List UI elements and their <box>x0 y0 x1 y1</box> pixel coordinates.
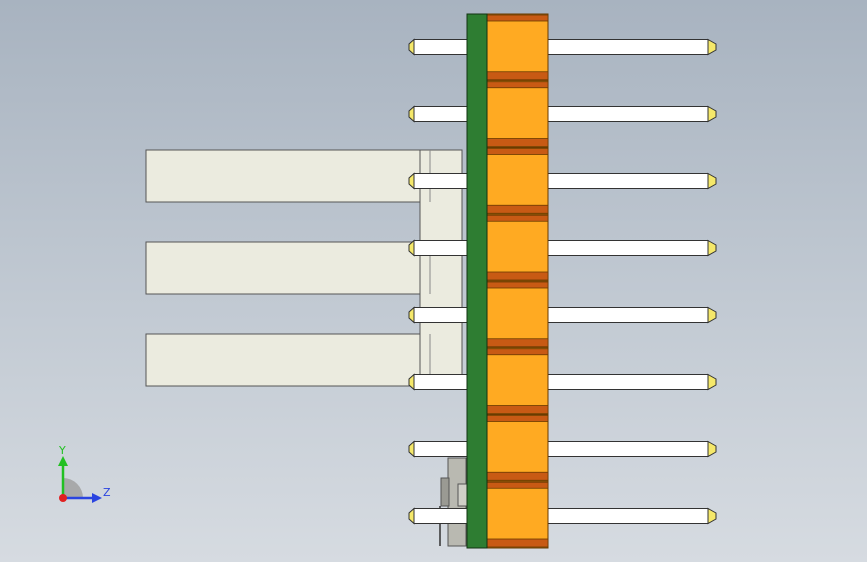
z-axis-label: Z <box>103 486 111 499</box>
housing-cell <box>486 147 549 215</box>
housing-band-bottom <box>486 204 549 214</box>
pin-left-shaft <box>413 307 468 323</box>
pin-left-shaft <box>413 508 468 524</box>
pin-right-shaft <box>547 508 709 524</box>
pcb-board <box>466 13 488 549</box>
pin-right-tip <box>707 38 717 56</box>
pin-left-tip <box>408 239 415 257</box>
housing-band-top <box>486 214 549 222</box>
triad-quadrant <box>63 478 83 498</box>
housing-band-top <box>486 281 549 289</box>
pin-left-tip <box>408 373 415 391</box>
y-axis-label: Y <box>58 444 66 457</box>
coordinate-triad-icon[interactable]: Y Z <box>48 440 118 510</box>
pin-left-tip <box>408 105 415 123</box>
housing-band-top <box>486 348 549 356</box>
housing-cell <box>486 414 549 482</box>
pin-right-shaft <box>547 106 709 122</box>
pin-left-shaft <box>413 240 468 256</box>
housing-cell <box>486 480 549 549</box>
pin-left-tip <box>408 507 415 525</box>
housing-cell <box>486 13 549 82</box>
latch-part <box>439 457 469 547</box>
pin-right-tip <box>707 239 717 257</box>
housing-band-bottom <box>486 71 549 81</box>
housing-band-bottom <box>486 138 549 147</box>
pin-left-tip <box>408 172 415 190</box>
housing-cell <box>486 347 549 415</box>
pin-left-shaft <box>413 39 468 55</box>
pin-left-tip <box>408 440 415 458</box>
pin-right-shaft <box>547 39 709 55</box>
housing-band-top <box>486 14 549 22</box>
pin-right-shaft <box>547 240 709 256</box>
pin-left-tip <box>408 38 415 56</box>
housing-band-bottom <box>486 538 549 548</box>
pin-left-shaft <box>413 374 468 390</box>
pin-right-shaft <box>547 374 709 390</box>
housing-cell <box>486 213 549 282</box>
housing-cell <box>486 280 549 349</box>
y-axis-arrow <box>58 456 68 466</box>
pin-left-shaft <box>413 441 468 457</box>
pin-right-shaft <box>547 441 709 457</box>
pin-left-shaft <box>413 106 468 122</box>
clip-spine <box>419 149 463 387</box>
pin-right-tip <box>707 172 717 190</box>
housing-band-bottom <box>486 271 549 281</box>
pin-right-shaft <box>547 173 709 189</box>
housing-band-top <box>486 81 549 89</box>
triad-origin <box>59 494 67 502</box>
pin-right-tip <box>707 306 717 324</box>
housing-cell <box>486 80 549 148</box>
z-axis-arrow <box>92 493 102 503</box>
pin-right-tip <box>707 507 717 525</box>
pin-right-tip <box>707 373 717 391</box>
clip-arms <box>145 149 431 387</box>
housing-band-bottom <box>486 405 549 414</box>
housing-band-top <box>486 148 549 155</box>
housing-band-top <box>486 481 549 489</box>
pin-right-tip <box>707 440 717 458</box>
housing-band-top <box>486 415 549 422</box>
connector-housing <box>486 13 549 549</box>
pin-right-tip <box>707 105 717 123</box>
pin-left-tip <box>408 306 415 324</box>
housing-band-bottom <box>486 471 549 481</box>
housing-band-bottom <box>486 338 549 348</box>
pin-right-shaft <box>547 307 709 323</box>
pins-group <box>408 38 717 525</box>
clip-bracket <box>145 149 463 387</box>
pin-left-shaft <box>413 173 468 189</box>
